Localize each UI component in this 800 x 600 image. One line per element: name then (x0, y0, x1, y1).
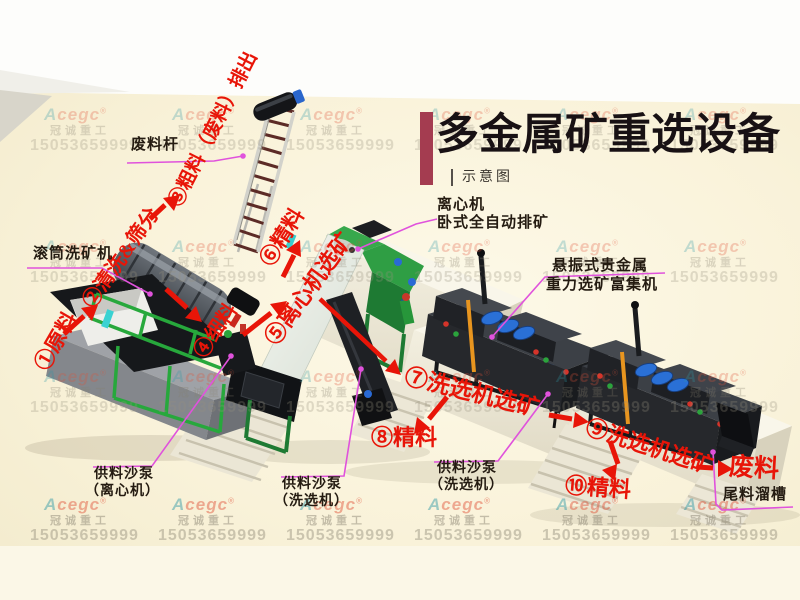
title-accent-bar (420, 112, 433, 185)
flow-label-concentrate-1: ⑥精料 (255, 204, 309, 271)
leader-lines (27, 155, 794, 511)
flow-label-fine-material: ④细料 (190, 299, 242, 363)
label-pump-washer1-line1: 供料沙泵 (282, 477, 342, 492)
label-pump-washer2-line1: 供料沙泵 (437, 461, 497, 476)
flow-label-raw-material: ①原料 (29, 307, 83, 375)
cyan-fitting (101, 309, 114, 329)
label-tailings-chute: 尾料溜槽 (723, 487, 788, 503)
label-drum-washer: 滚筒洗矿机 (33, 246, 114, 262)
stairs-right (528, 424, 646, 514)
flow-label-waste: 废料 (728, 453, 780, 484)
floor-front-band (0, 546, 800, 600)
washer-drum (112, 242, 260, 334)
floor-corner-fold (0, 70, 130, 94)
label-centrifuge-line2: 卧式全自动排矿 (437, 215, 550, 231)
label-pump-centrifuge-line2: （离心机） (85, 484, 160, 499)
flow-label-coarse-waste-out: ③粗料（废料）排出 (165, 48, 262, 211)
label-pump-centrifuge-line1: 供料沙泵 (94, 467, 154, 482)
label-concentrator-line1: 悬振式贵金属 (552, 258, 649, 274)
gravity-concentrator-1 (422, 249, 608, 414)
flow-label-washer-separation-2: ⑨洗选机选矿 (582, 414, 716, 479)
blue-cylinders (480, 310, 536, 341)
waste-discharge-chute (716, 402, 754, 458)
flow-label-concentrate-2: ⑧精料 (371, 425, 438, 450)
flow-label-washer-separation-1: ⑦洗选机选矿 (402, 363, 542, 422)
conveyor-head-roller (253, 89, 305, 121)
small-pump-fitting (399, 293, 415, 325)
label-pump-washer1-line2: （洗选机） (274, 494, 349, 509)
floor-corner-shadow (0, 90, 52, 142)
flow-arrows (62, 195, 733, 481)
label-centrifuge-line1: 离心机 (437, 197, 486, 213)
drum-washer-machine (50, 242, 260, 434)
page-title: 多金属矿重选设备 (436, 112, 780, 159)
orange-pipe (466, 299, 476, 373)
page-subtitle: 示意图 (451, 169, 513, 186)
flow-label-concentrate-3: ⑩精料 (564, 472, 632, 503)
label-waste-rod: 废料杆 (131, 137, 180, 153)
leader-dots (147, 153, 716, 455)
label-pump-washer2-line2: （洗选机） (429, 478, 504, 493)
waste-conveyor (232, 89, 305, 254)
label-concentrator-line2: 重力选矿富集机 (546, 277, 659, 293)
